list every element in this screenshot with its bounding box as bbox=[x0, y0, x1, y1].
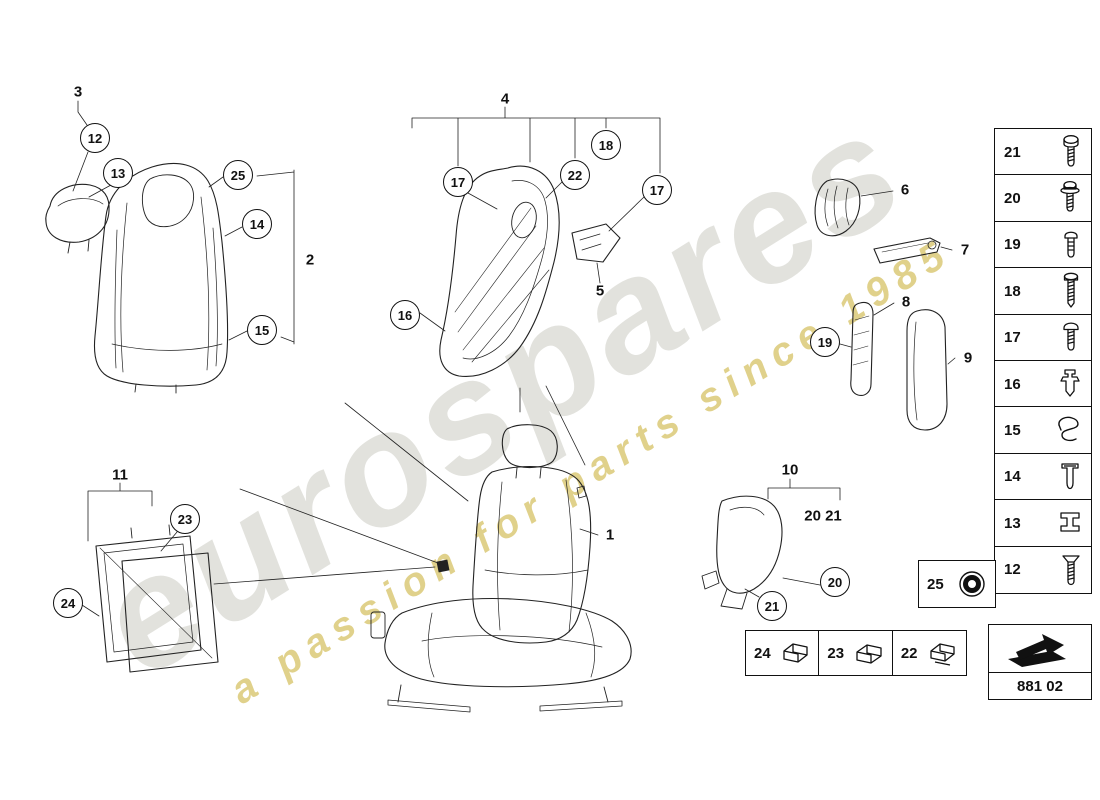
fastener-legend-row: 24 23 22 bbox=[745, 630, 967, 676]
callout-balloon-17a[interactable]: 17 bbox=[443, 167, 473, 197]
washer-screw-icon bbox=[1056, 179, 1084, 217]
legend-number: 12 bbox=[1004, 561, 1021, 579]
push-clip-icon bbox=[1056, 459, 1084, 495]
direction-arrow-icon bbox=[989, 625, 1091, 673]
legend-number: 20 bbox=[1004, 189, 1021, 207]
legend-number: 16 bbox=[1004, 375, 1021, 393]
callout-balloon-19[interactable]: 19 bbox=[810, 327, 840, 357]
legend-number: 13 bbox=[1004, 514, 1021, 532]
long-screw-icon bbox=[1058, 271, 1084, 311]
flat-screw-icon bbox=[1058, 551, 1084, 589]
legend-item-18[interactable]: 18 bbox=[994, 267, 1092, 316]
callout-balloon-15[interactable]: 15 bbox=[247, 315, 277, 345]
legend-number: 25 bbox=[927, 575, 944, 593]
legend-number: 21 bbox=[1004, 143, 1021, 161]
callout-balloon-16[interactable]: 16 bbox=[390, 300, 420, 330]
callout-label-20-21: 20 21 bbox=[804, 507, 842, 525]
callout-balloon-24[interactable]: 24 bbox=[53, 588, 83, 618]
slide-rail-drawing bbox=[873, 237, 941, 264]
legend-item-20[interactable]: 20 bbox=[994, 174, 1092, 223]
callout-balloon-20[interactable]: 20 bbox=[820, 567, 850, 597]
legend-number: 15 bbox=[1004, 421, 1021, 439]
callout-balloon-22[interactable]: 22 bbox=[560, 160, 590, 190]
retainer-clip-icon bbox=[1056, 506, 1084, 540]
callout-balloon-21[interactable]: 21 bbox=[757, 591, 787, 621]
legend-item-12[interactable]: 12 bbox=[994, 545, 1092, 594]
side-panel-9-drawing bbox=[906, 309, 948, 431]
callout-label-4: 4 bbox=[500, 90, 510, 108]
callout-label-9: 9 bbox=[963, 349, 973, 367]
grommet-icon bbox=[955, 567, 989, 601]
callout-balloon-17b[interactable]: 17 bbox=[642, 175, 672, 205]
callout-balloon-25[interactable]: 25 bbox=[223, 160, 253, 190]
legend-item-16[interactable]: 16 bbox=[994, 360, 1092, 409]
leader-lines bbox=[72, 100, 956, 617]
rivet-pin-icon bbox=[1058, 227, 1084, 263]
callout-label-11: 11 bbox=[112, 466, 128, 484]
bracket-clip-icon bbox=[779, 638, 813, 668]
wire-clip-icon bbox=[1054, 413, 1084, 447]
legend-item-24[interactable]: 24 bbox=[745, 630, 820, 676]
legend-item-21[interactable]: 21 bbox=[994, 128, 1092, 176]
pan-screw-icon bbox=[1058, 133, 1084, 171]
callout-balloon-14[interactable]: 14 bbox=[242, 209, 272, 239]
callout-label-3: 3 bbox=[73, 83, 83, 101]
callout-label-5: 5 bbox=[595, 282, 605, 300]
callout-label-10: 10 bbox=[781, 461, 799, 479]
callout-balloon-13[interactable]: 13 bbox=[103, 158, 133, 188]
legend-number: 17 bbox=[1004, 329, 1021, 347]
callout-label-6: 6 bbox=[900, 181, 910, 199]
part-code-box: 881 02 bbox=[988, 624, 1092, 700]
callout-label-7: 7 bbox=[960, 241, 970, 259]
seat-frame-strip-drawing bbox=[850, 301, 874, 396]
legend-number: 18 bbox=[1004, 282, 1021, 300]
fastener-legend-column: 21 20 19 18 17 16 15 14 bbox=[994, 128, 1092, 594]
headrest-pad-drawing bbox=[45, 183, 110, 254]
callout-label-8: 8 bbox=[901, 293, 911, 311]
oval-screw-icon bbox=[1058, 319, 1084, 357]
backrest-shell-drawing bbox=[439, 165, 560, 378]
callout-balloon-12[interactable]: 12 bbox=[80, 123, 110, 153]
legend-number: 14 bbox=[1004, 468, 1021, 486]
backrest-foam-drawing bbox=[93, 162, 229, 394]
bracket-clip-icon bbox=[926, 638, 960, 668]
legend-item-13[interactable]: 13 bbox=[994, 499, 1092, 548]
legend-item-17[interactable]: 17 bbox=[994, 313, 1092, 362]
legend-item-23[interactable]: 23 bbox=[818, 630, 894, 676]
side-bracket-drawing bbox=[571, 223, 621, 263]
legend-item-14[interactable]: 14 bbox=[994, 452, 1092, 501]
trim-panel-6-drawing bbox=[814, 178, 861, 237]
legend-item-19[interactable]: 19 bbox=[994, 220, 1092, 269]
legend-item-22[interactable]: 22 bbox=[891, 630, 967, 676]
callout-label-2: 2 bbox=[305, 251, 315, 269]
legend-number: 19 bbox=[1004, 236, 1021, 254]
callout-balloon-23[interactable]: 23 bbox=[170, 504, 200, 534]
callout-label-1: 1 bbox=[605, 526, 615, 544]
legend-number: 24 bbox=[754, 644, 771, 662]
legend-number: 22 bbox=[900, 644, 918, 662]
legend-item-25[interactable]: 25 bbox=[918, 560, 996, 608]
lower-bracket-drawing bbox=[701, 495, 783, 610]
backrest-panel-drawing bbox=[95, 524, 219, 673]
callout-balloon-18[interactable]: 18 bbox=[591, 130, 621, 160]
seat-assembly-drawing bbox=[370, 424, 632, 713]
part-code: 881 02 bbox=[1017, 677, 1063, 695]
bracket-clip-icon bbox=[852, 638, 886, 668]
expanding-clip-icon bbox=[1056, 366, 1084, 402]
legend-number: 23 bbox=[827, 644, 845, 662]
legend-item-15[interactable]: 15 bbox=[994, 406, 1092, 455]
